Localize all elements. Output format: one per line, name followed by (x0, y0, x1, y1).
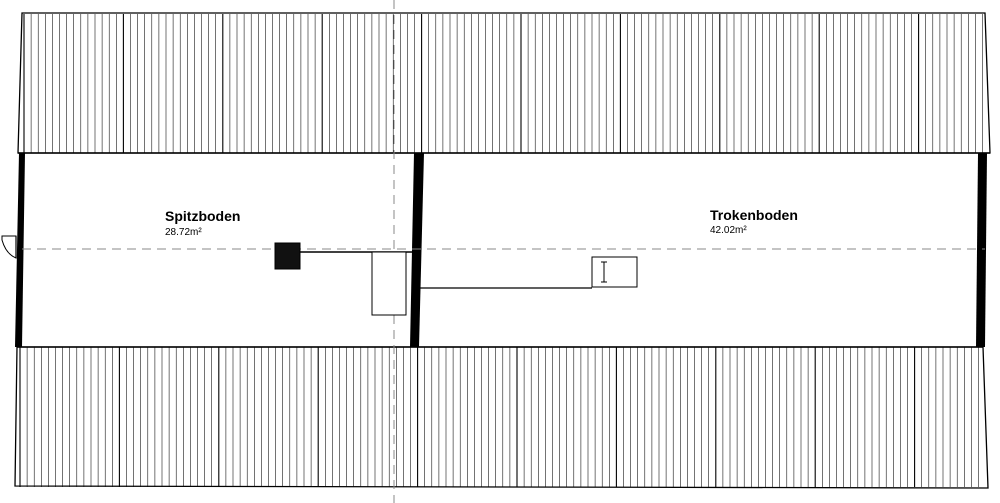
room-area-trokenboden: 42.02m² (710, 225, 747, 236)
wall-right (976, 153, 987, 347)
roof-surface-top (23, 14, 983, 153)
stair-opening (371, 251, 407, 316)
room-name-spitzboden: Spitzboden (165, 208, 240, 224)
roof-outline-bottom (14, 346, 989, 489)
chimney (274, 242, 301, 270)
room-name-trokenboden: Trokenboden (710, 207, 798, 223)
door-left (1, 235, 17, 259)
roof-surface-bottom (19, 347, 979, 487)
room-area-spitzboden: 28.72m² (165, 227, 202, 238)
wall-center (410, 153, 424, 347)
roof-outline-top (17, 12, 991, 154)
roof-window (591, 256, 638, 288)
wall-left (15, 153, 25, 347)
